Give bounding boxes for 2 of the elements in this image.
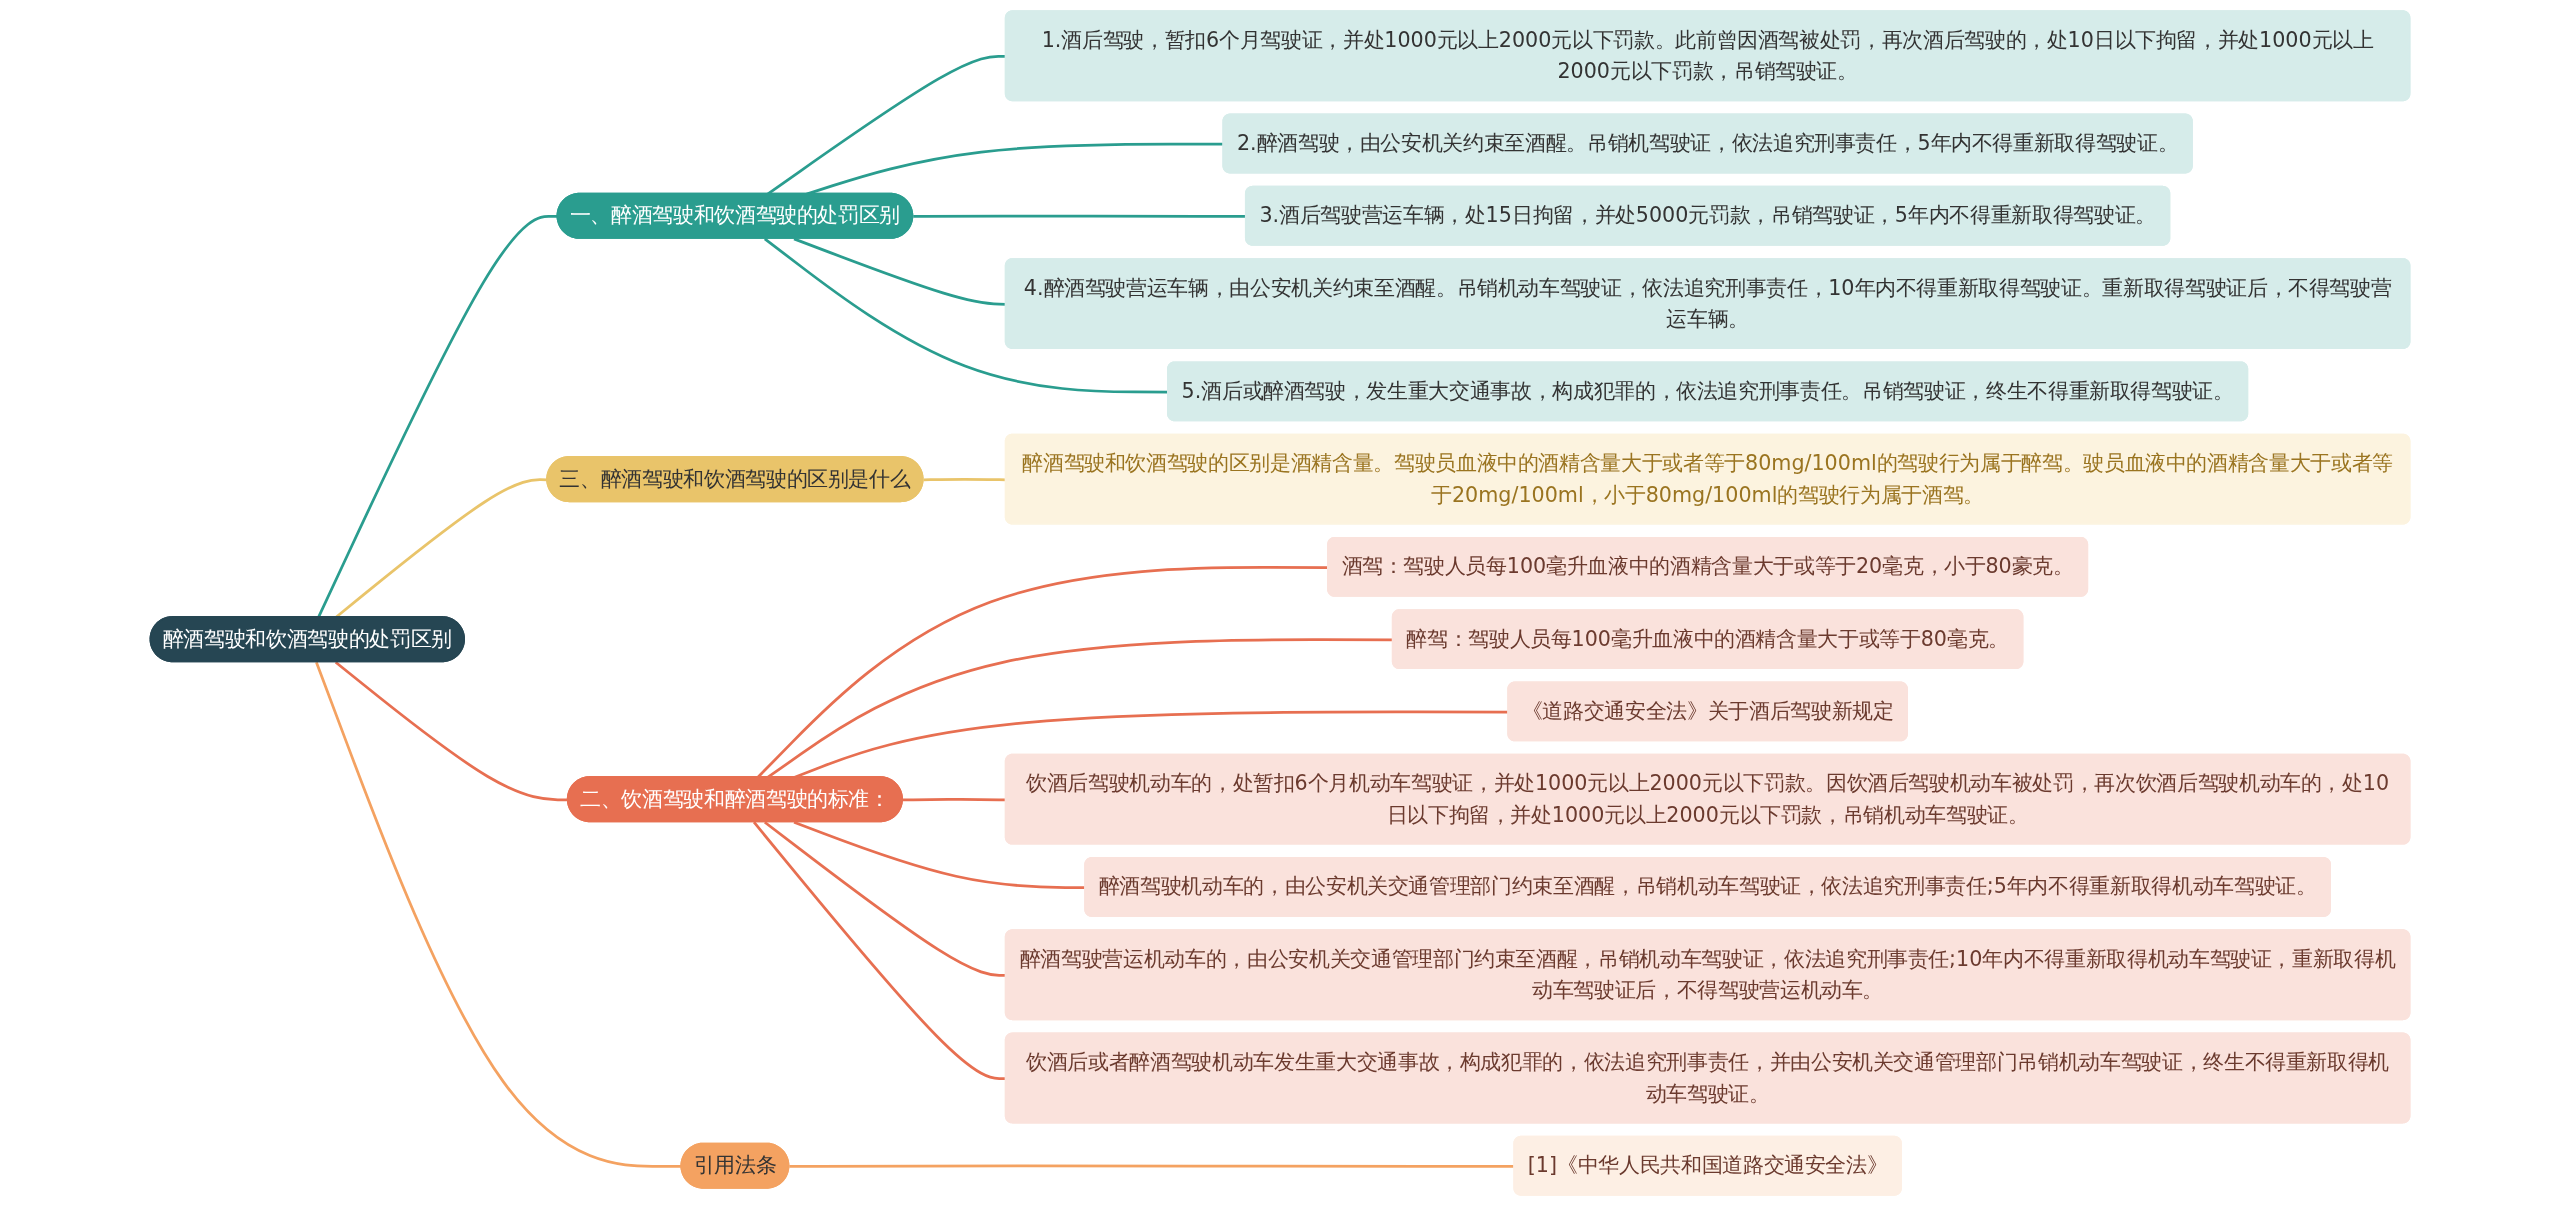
connector	[789, 1164, 1515, 1168]
connector	[315, 661, 682, 1168]
